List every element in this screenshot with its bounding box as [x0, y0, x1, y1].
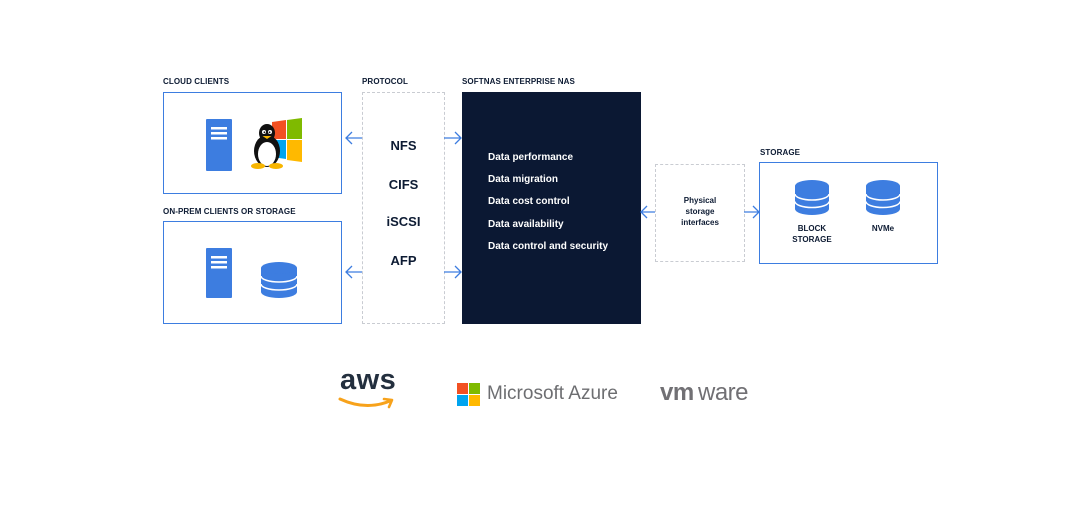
- nvme-label: NVMe: [871, 224, 895, 233]
- microsoft-logo-icon: [457, 383, 480, 406]
- azure-logo-text: Microsoft Azure: [487, 383, 618, 404]
- aws-logo-text: aws: [340, 364, 397, 396]
- block-storage-label-line2: STORAGE: [792, 235, 832, 244]
- nas-feature: Data cost control: [488, 196, 570, 207]
- softnas-box: Data performance Data migration Data cos…: [462, 92, 641, 324]
- storage-box: BLOCK STORAGE NVMe: [759, 162, 938, 264]
- block-storage-label-line1: BLOCK: [797, 224, 827, 233]
- nas-feature: Data availability: [488, 219, 564, 230]
- cloud-clients-box: [163, 92, 342, 194]
- protocol-cifs: CIFS: [388, 177, 419, 192]
- protocol-nfs: NFS: [390, 138, 417, 153]
- onprem-clients-box: [163, 221, 342, 324]
- protocol-label: PROTOCOL: [362, 77, 408, 86]
- protocol-afp: AFP: [390, 253, 417, 268]
- storage-label: STORAGE: [760, 148, 801, 157]
- softnas-label: SOFTNAS ENTERPRISE NAS: [462, 77, 575, 86]
- aws-smile-icon: [338, 397, 394, 409]
- interface-line: Physical: [683, 196, 717, 205]
- database-icon: [260, 262, 298, 298]
- protocol-iscsi: iSCSI: [386, 214, 421, 229]
- server-icon: [206, 248, 232, 298]
- protocol-box: NFS CIFS iSCSI AFP: [362, 92, 445, 324]
- microsoft-azure-logo: Microsoft Azure: [457, 382, 627, 408]
- nas-feature: Data performance: [488, 152, 574, 163]
- nas-feature: Data control and security: [488, 241, 609, 252]
- interface-line: interfaces: [681, 218, 719, 227]
- arrow-right-icon: [444, 265, 462, 279]
- block-storage-icon: [794, 180, 830, 215]
- arrow-left-icon: [345, 265, 363, 279]
- vmware-vm-text: vm: [660, 379, 694, 406]
- interface-line: storage: [685, 207, 715, 216]
- aws-logo: aws: [338, 364, 400, 414]
- vmware-logo: vm ware: [660, 379, 770, 409]
- cloud-clients-label: CLOUD CLIENTS: [163, 77, 230, 86]
- arrow-left-icon: [640, 205, 656, 219]
- arrow-left-icon: [345, 131, 363, 145]
- nas-feature: Data migration: [488, 174, 559, 185]
- vmware-ware-text: ware: [698, 379, 749, 406]
- onprem-clients-label: ON-PREM CLIENTS OR STORAGE: [163, 207, 296, 216]
- nvme-storage-icon: [865, 180, 901, 215]
- server-icon: [206, 119, 232, 171]
- linux-penguin-icon: [251, 124, 283, 169]
- storage-interfaces-box: Physical storage interfaces: [655, 164, 745, 262]
- arrow-right-icon: [444, 131, 462, 145]
